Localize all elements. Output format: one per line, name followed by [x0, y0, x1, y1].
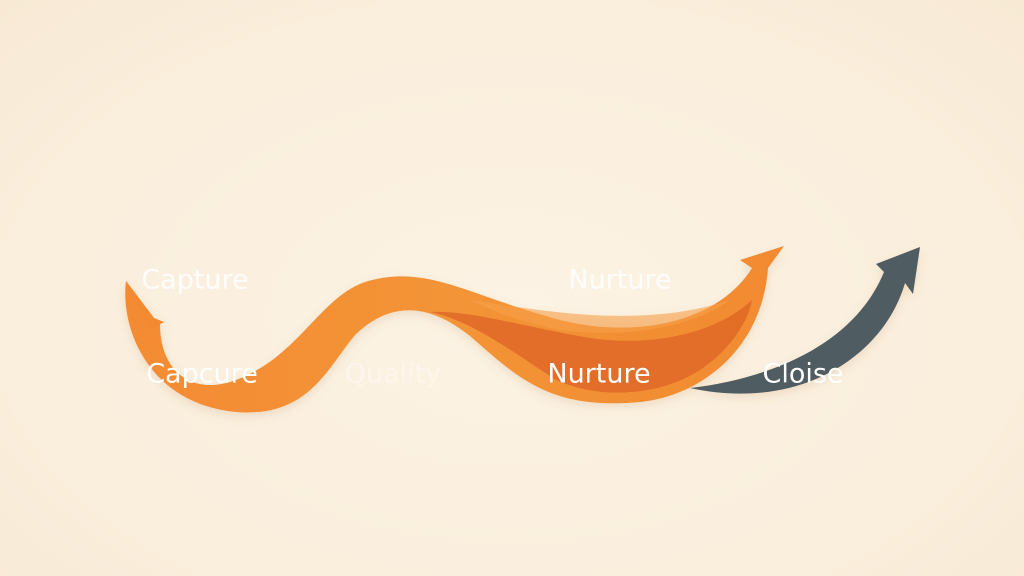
top-right-label: Nurture: [568, 265, 671, 296]
step2-label: Quality: [345, 359, 441, 390]
top-left-label: Capture: [141, 265, 248, 296]
close-arrow-shape: [690, 247, 920, 394]
wave-ribbon-shape: [125, 246, 785, 413]
step1-label: Capcure: [146, 359, 258, 390]
step3-label: Nurture: [547, 359, 650, 390]
step4-label: Cloise: [762, 359, 843, 390]
